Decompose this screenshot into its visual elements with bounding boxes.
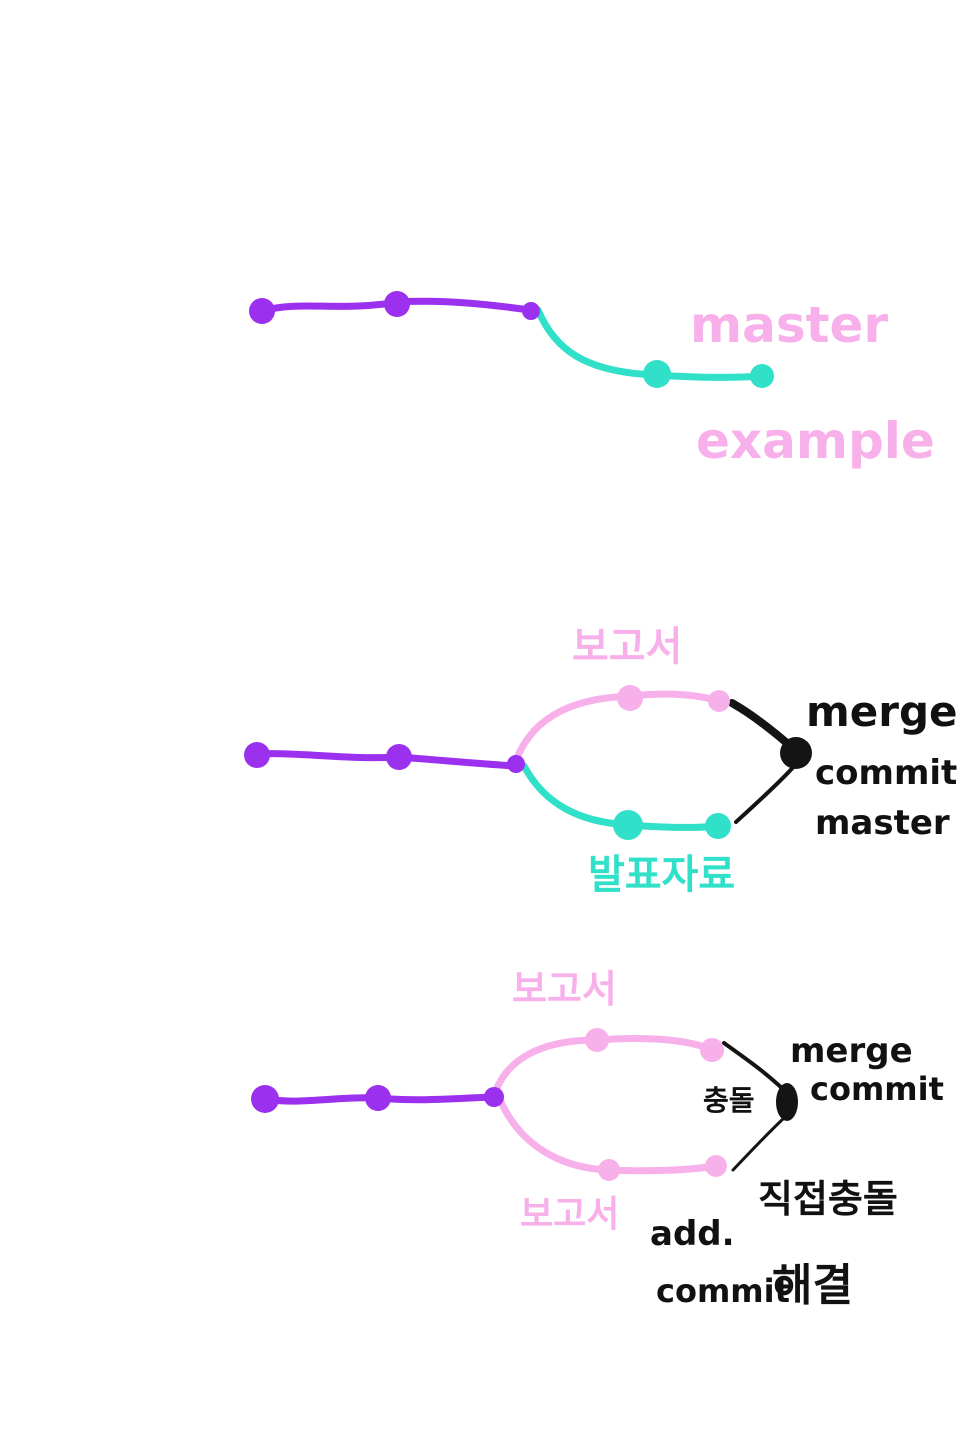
label-master: master — [815, 803, 950, 843]
commit-node — [386, 744, 412, 770]
label-merge: merge — [806, 687, 958, 736]
label-conflict: 충돌 — [703, 1084, 755, 1117]
label-direct-conflict: 직접충돌 — [758, 1177, 898, 1221]
commit-node — [613, 810, 643, 840]
merge-line-bottom — [734, 761, 799, 824]
merge-commit-node — [780, 737, 812, 769]
diagram-3: 보고서 보고서 충돌 merge commit 직접충돌 add. commit… — [251, 967, 944, 1311]
commit-node — [365, 1085, 391, 1111]
label-resolve: 해결 — [772, 1260, 853, 1311]
merge-line-bottom — [731, 1116, 786, 1172]
diagram-1: master example — [249, 291, 935, 470]
label-report-top: 보고서 — [512, 967, 617, 1011]
commit-node — [705, 1155, 727, 1177]
commit-node — [700, 1038, 724, 1062]
label-commit: commit — [815, 753, 957, 793]
commit-node — [249, 298, 275, 324]
merge-commit-node — [776, 1083, 798, 1121]
label-master: master — [690, 296, 888, 354]
label-report-bottom: 보고서 — [520, 1194, 619, 1235]
commit-node — [617, 685, 643, 711]
label-presentation: 발표자료 — [588, 852, 735, 898]
commit-node — [244, 742, 270, 768]
commit-node — [522, 302, 540, 320]
commit-node — [585, 1028, 609, 1052]
label-merge: merge — [790, 1031, 913, 1071]
merge-line-top — [722, 1041, 786, 1092]
commit-node — [750, 364, 774, 388]
commit-node — [507, 755, 525, 773]
label-report-top: 보고서 — [572, 624, 682, 670]
commit-node — [643, 360, 671, 388]
commit-node — [251, 1085, 279, 1113]
label-add-commit: commit — [656, 1272, 790, 1310]
commit-node — [384, 291, 410, 317]
label-commit: commit — [810, 1070, 944, 1108]
diagram-2: 보고서 발표자료 merge commit master — [244, 624, 958, 898]
report-branch-line — [512, 690, 722, 764]
label-add: add. — [650, 1214, 735, 1254]
commit-node — [708, 690, 730, 712]
commit-node — [484, 1087, 504, 1107]
label-example: example — [696, 412, 935, 470]
commit-node — [598, 1159, 620, 1181]
commit-node — [705, 813, 731, 839]
